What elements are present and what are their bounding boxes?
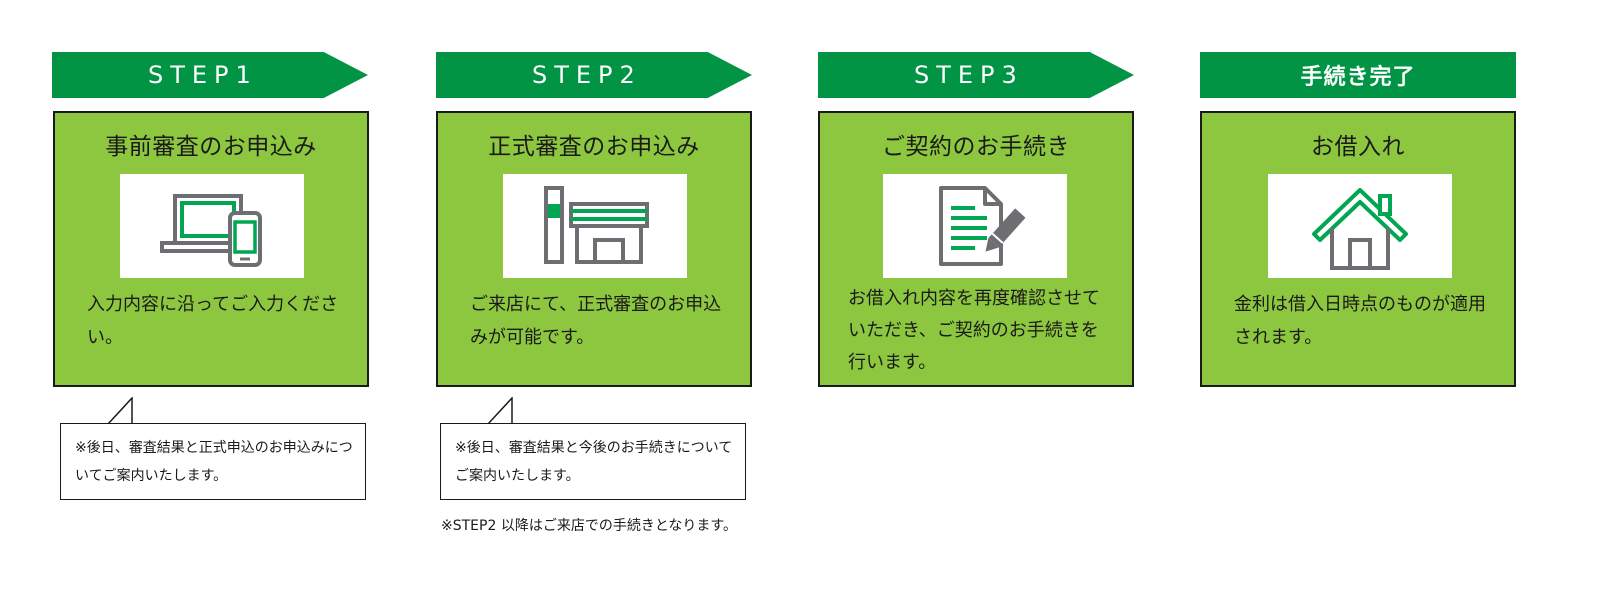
- step2-title: 正式審査のお申込み: [488, 134, 700, 160]
- step2-header: STEP2: [436, 52, 752, 98]
- step3-description: お借入れ内容を再度確認させていただき、ご契約のお手続きを行います。: [848, 288, 1100, 373]
- step1-note: ※後日、審査結果と正式申込のお申込みについてご案内いたします。: [60, 423, 366, 500]
- step3-card: ご契約のお手続き お借入れ内容を再度確認させていただき、ご契約: [818, 111, 1134, 387]
- step3-header: STEP3: [818, 52, 1134, 98]
- step2-note: ※後日、審査結果と今後のお手続きについてご案内いたします。: [440, 423, 746, 500]
- laptop-smartphone-icon: [160, 194, 262, 267]
- note1-tail: [107, 397, 133, 425]
- complete-description: 金利は借入日時点のものが適用されます。: [1234, 294, 1486, 348]
- step2-icon-box: [503, 174, 687, 278]
- step1-header: STEP1: [52, 52, 368, 98]
- store-icon: [544, 186, 649, 264]
- complete-header: 手続き完了: [1200, 52, 1516, 98]
- complete-card: お借入れ 金利は借入日時点のものが適用されます。: [1200, 111, 1516, 387]
- step3-icon-box: [883, 174, 1067, 278]
- footnote: ※STEP2 以降はご来店での手続きとなります。: [441, 518, 737, 534]
- house-icon: [1312, 188, 1408, 270]
- step1-icon-box: [120, 174, 304, 278]
- document-pen-icon: [939, 186, 1026, 266]
- step1-card: 事前審査のお申込み 入力内容に沿ってご入力ください。: [53, 111, 369, 387]
- step2-description: ご来店にて、正式審査のお申込みが可能です。: [470, 294, 722, 348]
- step1-title: 事前審査のお申込み: [105, 134, 317, 160]
- complete-title: お借入れ: [1311, 134, 1405, 160]
- step2-card: 正式審査のお申込み ご来店にて、正式審査のお申込みが可能です。: [436, 111, 752, 387]
- step1-description: 入力内容に沿ってご入力ください。: [87, 294, 339, 348]
- note2-tail: [487, 397, 513, 425]
- step3-title: ご契約のお手続き: [882, 134, 1070, 160]
- complete-icon-box: [1268, 174, 1452, 278]
